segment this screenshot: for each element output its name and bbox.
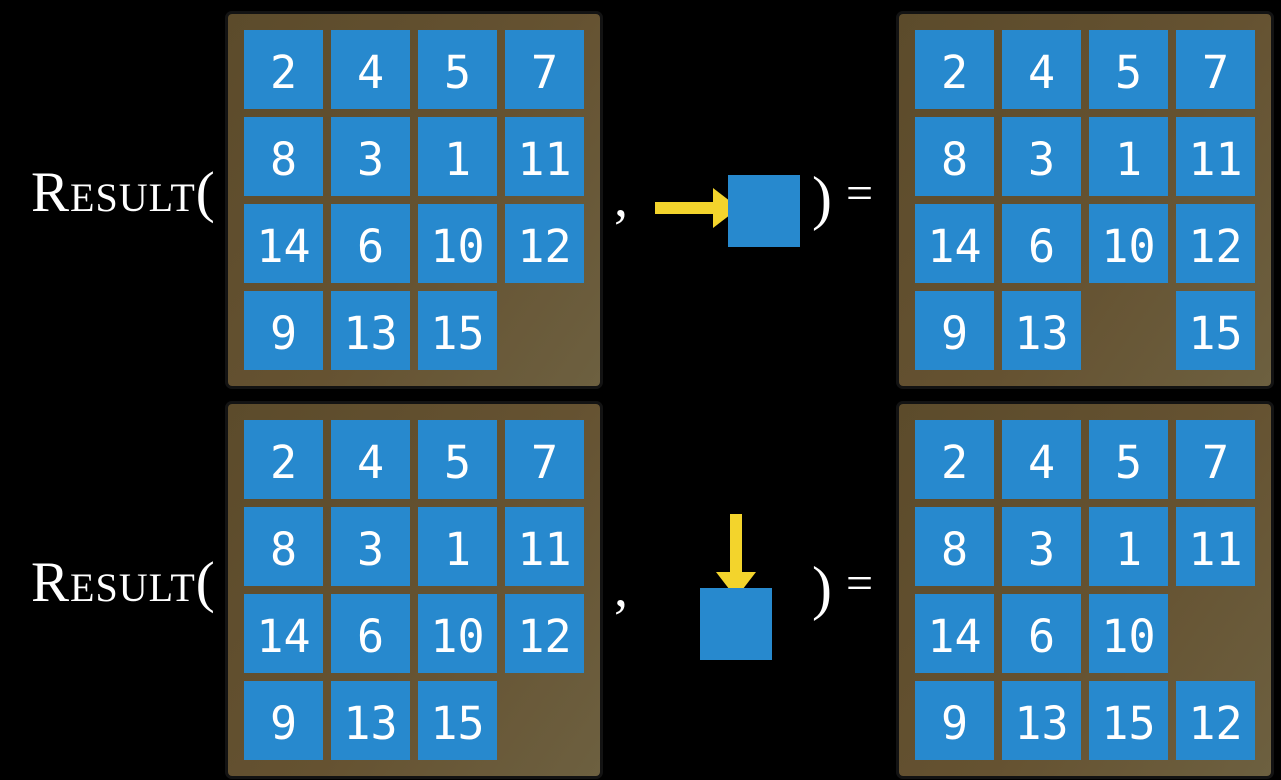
puzzle-tile: 11	[1176, 507, 1255, 586]
puzzle-tile: 9	[915, 291, 994, 370]
puzzle-tile: 3	[331, 507, 410, 586]
puzzle-tile: 14	[915, 204, 994, 283]
equals-sign: =	[846, 167, 874, 220]
empty-cell	[1089, 291, 1168, 370]
puzzle-tile: 13	[331, 291, 410, 370]
puzzle-tile: 15	[1089, 681, 1168, 760]
arrow-down-icon	[716, 514, 756, 598]
puzzle-tile: 7	[1176, 420, 1255, 499]
action-tile	[700, 588, 772, 660]
puzzle-tile: 3	[1002, 117, 1081, 196]
comma: ,	[614, 557, 628, 619]
puzzle-tile: 10	[1089, 594, 1168, 673]
puzzle-tile: 11	[505, 507, 584, 586]
puzzle-tile: 1	[418, 507, 497, 586]
empty-cell	[1176, 594, 1255, 673]
puzzle-tile: 2	[915, 420, 994, 499]
function-label: Result(	[31, 161, 216, 224]
puzzle-tile: 1	[1089, 117, 1168, 196]
puzzle-tile: 12	[505, 594, 584, 673]
puzzle-tile: 12	[505, 204, 584, 283]
puzzle-tile: 6	[331, 204, 410, 283]
puzzle-tile: 15	[418, 681, 497, 760]
puzzle-tile: 9	[244, 291, 323, 370]
puzzle-tile: 12	[1176, 681, 1255, 760]
puzzle-tile: 4	[331, 30, 410, 109]
puzzle-tile: 14	[915, 594, 994, 673]
puzzle-tile: 4	[1002, 30, 1081, 109]
puzzle-tile: 5	[418, 420, 497, 499]
puzzle-tile: 1	[418, 117, 497, 196]
function-label: Result(	[31, 551, 216, 614]
puzzle-tile: 8	[915, 117, 994, 196]
empty-cell	[505, 291, 584, 370]
puzzle-tile: 10	[1089, 204, 1168, 283]
puzzle-tile: 2	[244, 30, 323, 109]
puzzle-tile: 11	[505, 117, 584, 196]
puzzle-tile: 8	[244, 117, 323, 196]
puzzle-tile: 6	[331, 594, 410, 673]
puzzle-tile: 7	[505, 420, 584, 499]
puzzle-tile: 10	[418, 204, 497, 283]
puzzle-tile: 8	[244, 507, 323, 586]
puzzle-tile: 9	[244, 681, 323, 760]
puzzle-tile: 6	[1002, 204, 1081, 283]
puzzle-tile: 3	[331, 117, 410, 196]
close-paren: )	[812, 165, 832, 231]
puzzle-tile: 7	[1176, 30, 1255, 109]
puzzle-tile: 12	[1176, 204, 1255, 283]
puzzle-tile: 13	[1002, 291, 1081, 370]
puzzle-tile: 7	[505, 30, 584, 109]
puzzle-tile: 11	[1176, 117, 1255, 196]
puzzle-tile: 5	[1089, 30, 1168, 109]
puzzle-tile: 6	[1002, 594, 1081, 673]
empty-cell	[505, 681, 584, 760]
puzzle-tile: 8	[915, 507, 994, 586]
comma: ,	[614, 167, 628, 229]
puzzle-tile: 9	[915, 681, 994, 760]
puzzle-tile: 5	[418, 30, 497, 109]
close-paren: )	[812, 555, 832, 621]
arrow-right-icon	[655, 188, 739, 228]
puzzle-tile: 4	[331, 420, 410, 499]
puzzle-tile: 14	[244, 204, 323, 283]
action-tile	[728, 175, 800, 247]
puzzle-tile: 14	[244, 594, 323, 673]
puzzle-tile: 15	[1176, 291, 1255, 370]
puzzle-tile: 1	[1089, 507, 1168, 586]
puzzle-tile: 13	[1002, 681, 1081, 760]
puzzle-tile: 3	[1002, 507, 1081, 586]
puzzle-tile: 2	[244, 420, 323, 499]
puzzle-tile: 15	[418, 291, 497, 370]
puzzle-tile: 13	[331, 681, 410, 760]
puzzle-tile: 10	[418, 594, 497, 673]
puzzle-tile: 2	[915, 30, 994, 109]
puzzle-tile: 5	[1089, 420, 1168, 499]
puzzle-tile: 4	[1002, 420, 1081, 499]
equals-sign: =	[846, 557, 874, 610]
